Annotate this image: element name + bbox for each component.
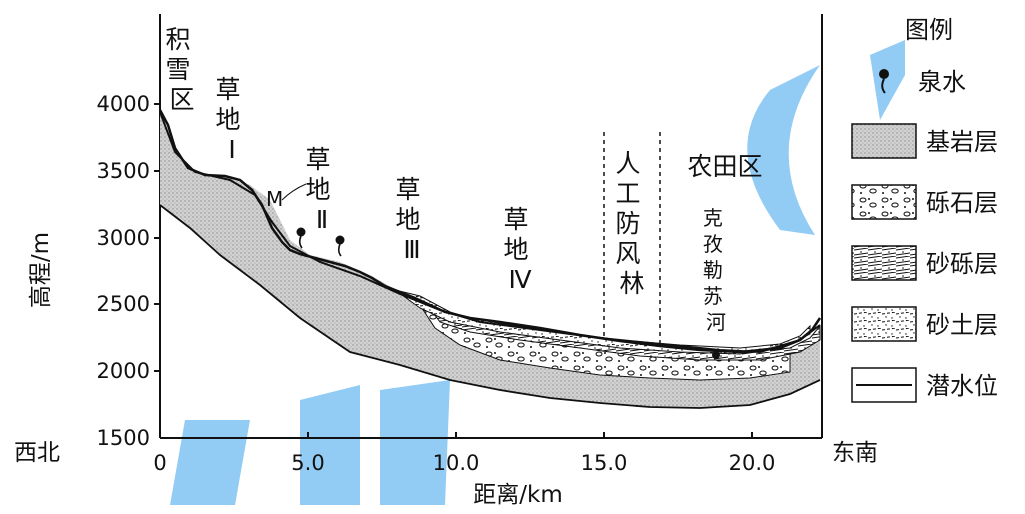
- spring-icon: [296, 227, 306, 249]
- grassland-2-label: 草 地 Ⅱ: [306, 145, 339, 234]
- x-tick-15: 15.0: [581, 451, 628, 475]
- g2-char: 地: [306, 175, 331, 204]
- river-char: 克: [703, 206, 723, 230]
- y-tick-4000: 4000: [97, 92, 150, 116]
- y-ticks: [154, 103, 160, 372]
- g3-char: 地: [396, 205, 421, 234]
- legend-title: 图例: [905, 16, 953, 44]
- river-char: 勒: [703, 258, 723, 282]
- legend-spring-label: 泉水: [918, 68, 966, 96]
- legend-water-table-label: 潜水位: [926, 372, 998, 400]
- spring-icon: [335, 235, 345, 257]
- x-tick-5: 5.0: [291, 451, 324, 475]
- direction-southeast: 东南: [832, 440, 878, 466]
- g3-char: 草: [396, 175, 421, 204]
- sand-soil-legend-swatch: [851, 306, 917, 342]
- g2-char: Ⅱ: [316, 205, 328, 234]
- x-axis-label: 距离/km: [473, 482, 562, 508]
- g1-char: Ⅰ: [228, 135, 235, 164]
- x-tick-0: 0: [153, 451, 166, 475]
- snow-label-char: 区: [169, 85, 194, 114]
- y-tick-1500: 1500: [97, 426, 150, 450]
- spring-legend-icon: [879, 69, 889, 94]
- windbreak-forest-label: 人 工 防 风 林: [616, 149, 649, 298]
- legend-sand-gravel-label: 砂砾层: [926, 250, 998, 278]
- legend: 图例 泉水 基岩层 砾石层 砂砾层 砂土层 潜水位: [851, 16, 998, 403]
- river-label: 克 孜 勒 苏 河: [703, 206, 729, 334]
- river-char: 孜: [703, 232, 723, 256]
- sand-gravel-legend-swatch: [851, 245, 917, 281]
- legend-sand-soil-label: 砂土层: [926, 311, 998, 339]
- watermark: [170, 40, 905, 505]
- forest-char: 防: [616, 209, 641, 238]
- point-m-leader: [281, 183, 307, 201]
- river-char: 苏: [703, 284, 723, 308]
- x-tick-20: 20.0: [729, 451, 776, 475]
- forest-char: 人: [616, 149, 641, 178]
- legend-gravel-label: 砾石层: [926, 189, 998, 217]
- ground-surface: [158, 109, 822, 354]
- farmland-label: 农田区: [687, 152, 762, 181]
- bedrock-legend-swatch: [851, 123, 917, 159]
- gravel-legend-swatch: [851, 184, 917, 220]
- forest-char: 风: [616, 239, 641, 268]
- y-tick-2500: 2500: [97, 292, 150, 316]
- g4-char: Ⅳ: [508, 265, 531, 294]
- bedrock-boundary: [159, 204, 821, 409]
- snow-zone-label: 积 雪 区: [166, 25, 199, 114]
- y-tick-2000: 2000: [97, 359, 150, 383]
- y-tick-3000: 3000: [97, 226, 150, 250]
- x-tick-10: 10.0: [433, 451, 480, 475]
- g1-char: 草: [216, 75, 241, 104]
- river-point-icon: [712, 351, 720, 359]
- g3-char: Ⅲ: [403, 235, 420, 264]
- forest-char: 工: [616, 179, 641, 208]
- y-tick-3500: 3500: [97, 159, 150, 183]
- snow-label-char: 雪: [166, 55, 191, 84]
- g1-char: 地: [216, 105, 241, 134]
- point-m-label: M: [266, 187, 283, 211]
- g4-char: 地: [504, 235, 529, 264]
- snow-label-char: 积: [166, 25, 191, 54]
- x-ticks: [307, 432, 753, 438]
- g2-char: 草: [306, 145, 331, 174]
- g4-char: 草: [504, 205, 529, 234]
- legend-bedrock-label: 基岩层: [926, 128, 998, 156]
- grassland-1-label: 草 地 Ⅰ: [216, 75, 249, 164]
- water-table-line: [159, 111, 821, 354]
- forest-char: 林: [619, 269, 644, 298]
- river-char: 河: [706, 310, 726, 334]
- y-axis-label: 高程/m: [28, 232, 54, 308]
- grassland-4-label: 草 地 Ⅳ: [504, 205, 537, 294]
- direction-northwest: 西北: [14, 440, 60, 466]
- grassland-3-label: 草 地 Ⅲ: [396, 175, 429, 264]
